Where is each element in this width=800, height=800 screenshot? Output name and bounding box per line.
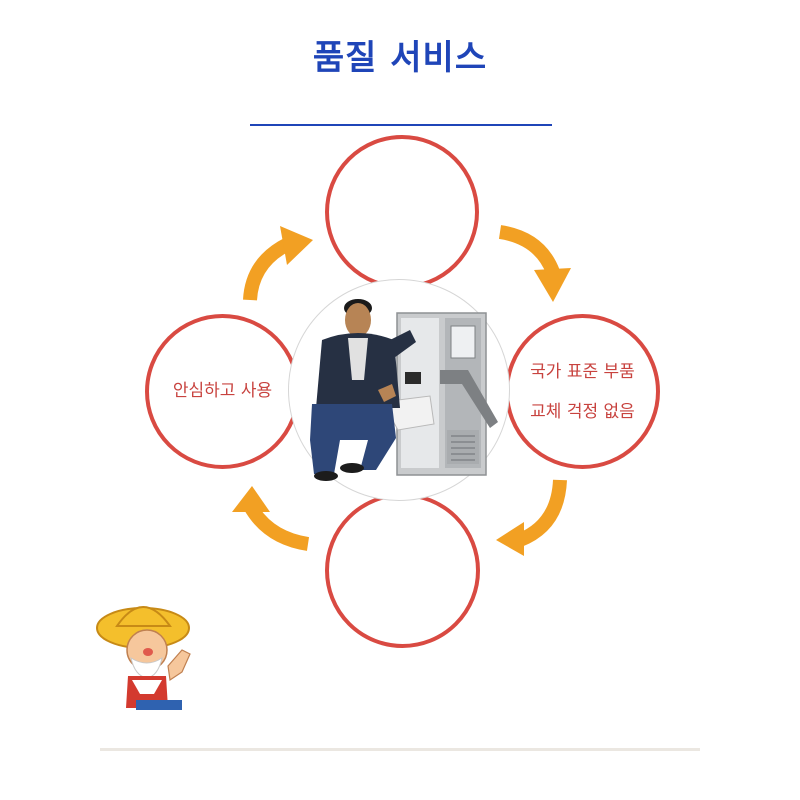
page-title: 품질 서비스 [312, 38, 488, 78]
cycle-arrow-top-left-icon [243, 226, 313, 301]
cycle-circle-right-line1: 국가 표준 부품 [530, 362, 635, 382]
cycle-arrow-bottom-left-icon [232, 486, 310, 551]
footer-divider [100, 748, 700, 751]
cycle-arrow-top-right-icon [498, 225, 571, 302]
farmer-mascot-icon [96, 606, 191, 710]
cycle-circle-right-line2: 교체 걱정 없음 [530, 402, 635, 422]
man-illustration [310, 299, 416, 481]
title-underline [250, 124, 552, 126]
cycle-arrow-bottom-right-icon [496, 479, 567, 556]
cycle-circle-top [325, 135, 479, 289]
cycle-circle-right: 국가 표준 부품 교체 걱정 없음 [505, 314, 660, 469]
cycle-circle-left-label: 안심하고 사용 [172, 381, 273, 401]
